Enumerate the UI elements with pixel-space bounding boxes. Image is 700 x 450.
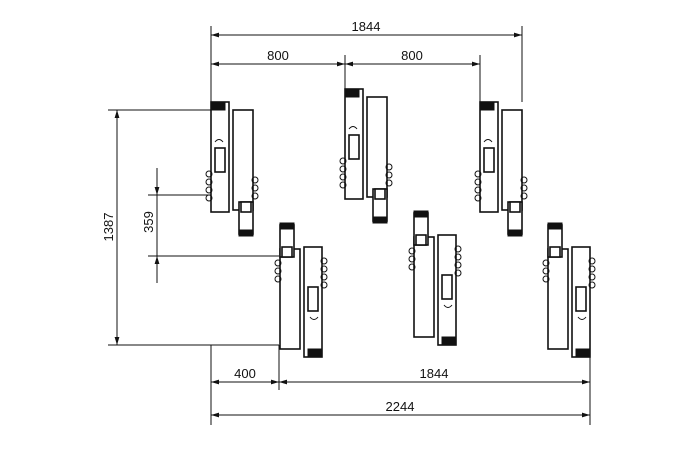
dim-bottom-total: 2244 bbox=[211, 399, 590, 418]
unit-bottom-middle bbox=[408, 210, 462, 346]
unit-bottom-right bbox=[542, 222, 596, 358]
unit-top-middle bbox=[339, 88, 393, 224]
dim-top-total: 1844 bbox=[211, 19, 522, 38]
dim-top-spacing: 800 800 bbox=[211, 48, 480, 67]
dim-left-offset-label: 359 bbox=[141, 211, 156, 233]
unit-top-left bbox=[205, 101, 259, 237]
dim-left-height-label: 1387 bbox=[101, 213, 116, 242]
dim-left-height: 1387 bbox=[101, 110, 120, 345]
dim-bottom-span-label: 1844 bbox=[420, 366, 449, 381]
dim-top-spacing-right-label: 800 bbox=[401, 48, 423, 63]
dim-bottom-spans: 400 1844 bbox=[211, 366, 590, 385]
dim-bottom-offset-label: 400 bbox=[234, 366, 256, 381]
dim-bottom-total-label: 2244 bbox=[386, 399, 415, 414]
dim-left-offset: 359 bbox=[141, 168, 160, 283]
dim-top-spacing-left-label: 800 bbox=[267, 48, 289, 63]
unit-top-right bbox=[474, 101, 528, 237]
dim-top-total-label: 1844 bbox=[352, 19, 381, 34]
unit-bottom-left bbox=[274, 222, 328, 358]
